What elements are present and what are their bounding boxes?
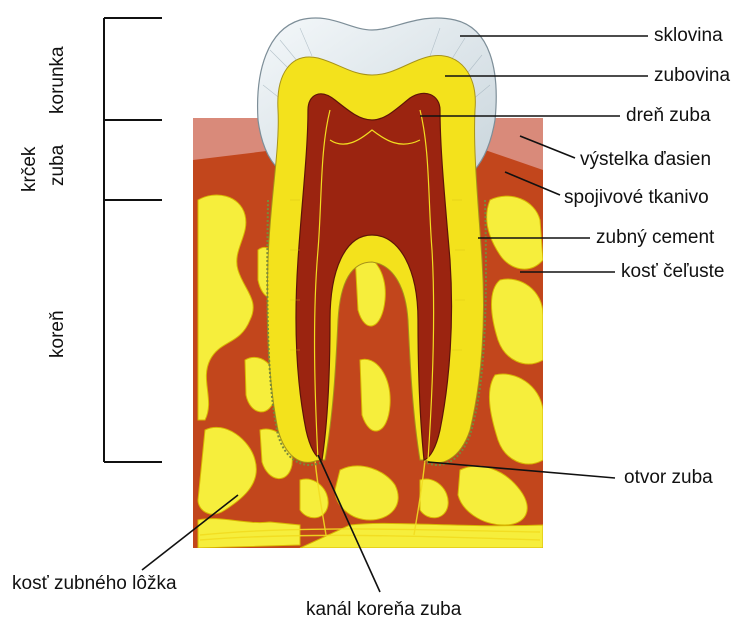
label-zubny-cement: zubný cement — [596, 228, 714, 247]
label-sklovina: sklovina — [654, 26, 723, 45]
label-vystelka-dasien: výstelka ďasien — [580, 150, 711, 169]
label-zubovina: zubovina — [654, 66, 730, 85]
label-korunka: korunka — [48, 46, 67, 114]
label-koren: koreň — [48, 310, 67, 358]
label-kanal-korena-zuba: kanál koreňa zuba — [306, 600, 461, 619]
label-kost-zubneho-lozka: kosť zubného lôžka — [12, 574, 177, 593]
label-otvor-zuba: otvor zuba — [624, 468, 713, 487]
label-kost-celuste: kosť čeľuste — [621, 262, 725, 281]
label-spojivove-tkanivo: spojivové tkanivo — [564, 188, 709, 207]
label-krcek-zuba: zuba — [48, 145, 67, 186]
label-dren-zuba: dreň zuba — [626, 106, 711, 125]
label-krcek: krček — [20, 147, 39, 192]
section-brackets — [104, 18, 162, 462]
